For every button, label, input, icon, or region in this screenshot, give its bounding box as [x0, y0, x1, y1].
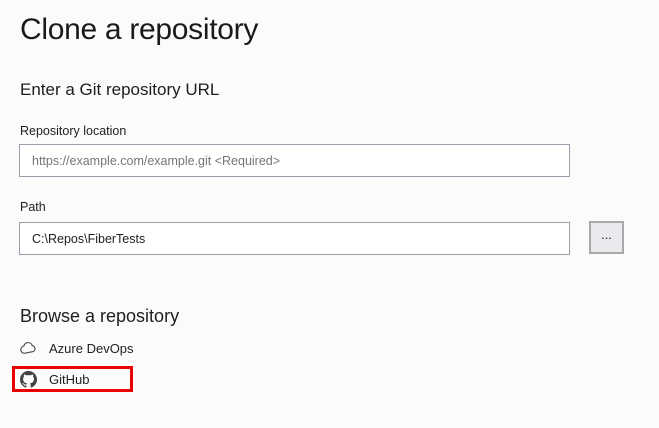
browse-item-label: GitHub [49, 371, 90, 387]
browse-path-button[interactable]: ... [589, 221, 624, 254]
browse-item-github[interactable]: GitHub [20, 369, 89, 389]
browse-item-label: Azure DevOps [49, 340, 134, 356]
path-label: Path [20, 200, 46, 214]
github-icon [20, 370, 37, 388]
url-section-heading: Enter a Git repository URL [20, 80, 220, 99]
path-input[interactable] [19, 222, 570, 255]
page-title: Clone a repository [20, 13, 259, 46]
repository-location-input[interactable] [19, 144, 570, 177]
cloud-icon [20, 340, 37, 357]
browse-section-heading: Browse a repository [20, 306, 180, 326]
browse-item-azure-devops[interactable]: Azure DevOps [20, 338, 134, 358]
repository-location-label: Repository location [20, 124, 127, 138]
